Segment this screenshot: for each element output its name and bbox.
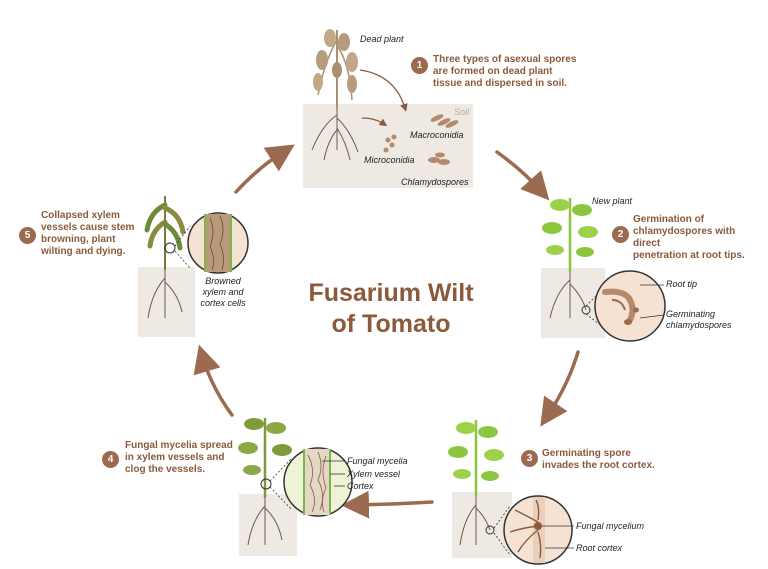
label-browned-xylem: Browned xylem and cortex cells: [192, 276, 254, 309]
step-4-line-1: Fungal mycelia spread: [125, 440, 233, 451]
label-new-plant: New plant: [592, 196, 633, 206]
browned-xylem-zoom: [174, 212, 249, 274]
step-4-line-2: in xylem vessels and: [125, 452, 225, 463]
step-1-line-2: are formed on dead plant: [433, 66, 553, 77]
title-line-2: of Tomato: [331, 310, 451, 338]
step-2-line-1: Germination of: [633, 214, 705, 225]
step-1-text: Three types of asexual spores are formed…: [433, 54, 593, 90]
infected-plant-illustration: [448, 420, 504, 546]
stage4-leader-lines: [322, 460, 345, 487]
label-browned-line-3: cortex cells: [200, 298, 246, 308]
step-3-line-1: Germinating spore: [542, 448, 631, 459]
stage2-soil-panel: [541, 268, 605, 338]
title-line-1: Fusarium Wilt: [308, 279, 474, 307]
label-fungal-mycelium: Fungal mycelium: [576, 521, 645, 531]
step-5-line-2: vessels cause stem: [41, 222, 135, 233]
stage1-soil-panel: [303, 104, 473, 188]
step-1-badge: 1: [411, 57, 428, 74]
stage3-leader-lines: [542, 525, 574, 549]
label-soil: Soil: [454, 107, 470, 117]
step-2-line-2: chlamydospores with direct: [633, 226, 736, 249]
label-germinating-line-2: chlamydospores: [666, 320, 732, 330]
step-5-text: Collapsed xylem vessels cause stem brown…: [41, 210, 141, 258]
label-microconidia: Microconidia: [364, 155, 415, 165]
label-chlamydospores: Chlamydospores: [401, 177, 469, 187]
stage3-soil-panel: [452, 492, 512, 558]
dead-plant-illustration: [311, 29, 359, 161]
step-5-badge: 5: [19, 227, 36, 244]
clogged-plant-illustration: [238, 418, 292, 546]
step-3-line-2: invades the root cortex.: [542, 460, 655, 471]
diagram-title: Fusarium Wilt of Tomato: [286, 278, 496, 340]
stage5-soil-panel: [138, 267, 195, 337]
step-2-badge: 2: [612, 226, 629, 243]
step-5-line-1: Collapsed xylem: [41, 210, 120, 221]
label-fungal-mycelia: Fungal mycelia: [347, 456, 408, 466]
label-germinating-line-1: Germinating: [666, 309, 716, 319]
step-2-text: Germination of chlamydospores with direc…: [633, 214, 763, 262]
label-browned-line-2: xylem and: [202, 287, 244, 297]
new-plant-illustration: [542, 198, 598, 319]
label-root-cortex: Root cortex: [576, 543, 623, 553]
stage4-soil-panel: [239, 494, 297, 556]
label-root-tip: Root tip: [666, 279, 698, 289]
step-3-text: Germinating spore invades the root corte…: [542, 448, 672, 472]
wilting-plant-illustration: [144, 196, 186, 319]
spore-dispersal-arrows: [359, 69, 408, 127]
step-1-line-3: tissue and dispersed in soil.: [433, 78, 567, 89]
step-4-badge: 4: [102, 451, 119, 468]
label-xylem-vessel: Xylem vessel: [347, 469, 401, 479]
label-browned-line-1: Browned: [205, 276, 241, 286]
step-1-line-1: Three types of asexual spores: [433, 54, 577, 65]
cycle-arrows: [193, 144, 580, 519]
label-dead-plant: Dead plant: [360, 34, 404, 44]
spores-illustration: [383, 114, 459, 165]
label-macroconidia: Macroconidia: [410, 130, 464, 140]
xylem-zoom: [269, 447, 353, 517]
step-4-text: Fungal mycelia spread in xylem vessels a…: [125, 440, 245, 476]
step-5-line-4: wilting and dying.: [41, 246, 126, 257]
step-2-line-3: penetration at root tips.: [633, 250, 745, 261]
root-tip-zoom: [585, 270, 666, 342]
stage2-leader-lines: [639, 284, 665, 319]
label-germinating-chlamydospores: Germinating chlamydospores: [666, 309, 732, 331]
label-cortex: Cortex: [347, 481, 374, 491]
step-4-line-3: clog the vessels.: [125, 464, 206, 475]
step-3-badge: 3: [521, 450, 538, 467]
root-cortex-zoom: [493, 495, 573, 565]
step-5-line-3: browning, plant: [41, 234, 116, 245]
